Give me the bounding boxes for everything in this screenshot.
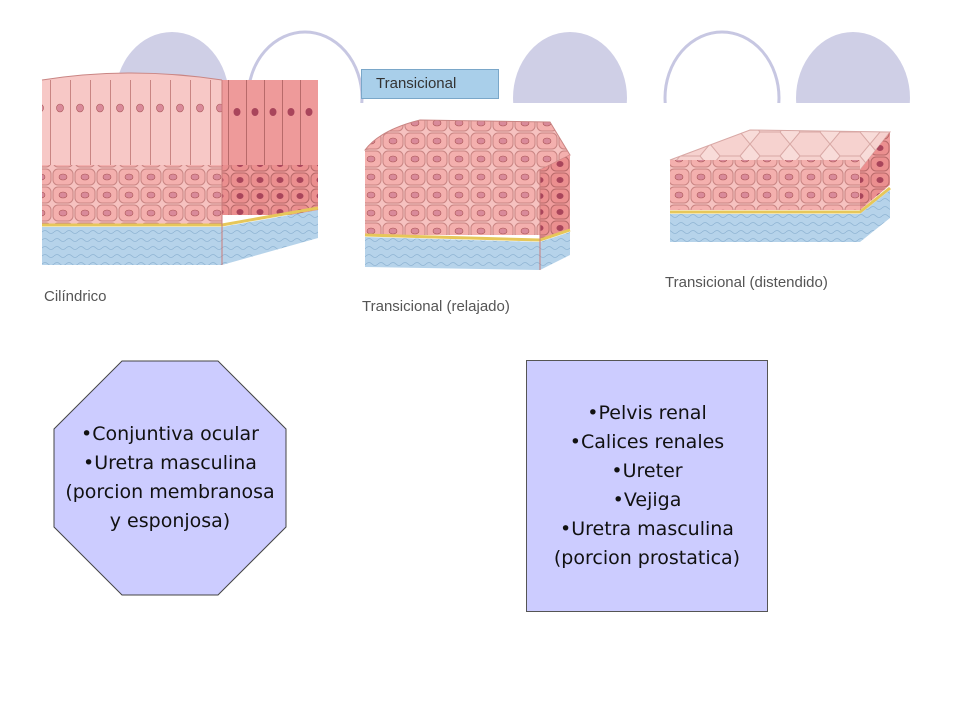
rectangle-line: •Ureter [611, 460, 683, 482]
rectangle-line: •Pelvis renal [587, 402, 707, 424]
label-transitional-distended: Transicional (distendido) [665, 274, 828, 291]
decor-circle-outline [663, 30, 781, 110]
rectangle-line: (porcion prostatica) [553, 547, 741, 569]
decor-circle-filled [513, 32, 627, 110]
octagon-line: •Uretra masculina [83, 452, 257, 474]
block-transitional-distended [669, 129, 892, 242]
octagon-line: •Conjuntiva ocular [80, 423, 259, 445]
octagon-text: •Conjuntiva ocular •Uretra masculina (po… [53, 360, 287, 596]
rectangle-line: •Vejiga [612, 489, 682, 511]
label-cylindrical: Cilíndrico [44, 288, 107, 305]
octagon-box: •Conjuntiva ocular •Uretra masculina (po… [53, 360, 287, 596]
block-cylindrical [41, 72, 319, 265]
octagon-shape [53, 360, 287, 596]
rectangle-line: •Calices renales [569, 431, 725, 453]
label-transitional-relaxed: Transicional (relajado) [362, 298, 510, 315]
rectangle-line: •Uretra masculina [560, 518, 734, 540]
octagon-line: y esponjosa) [109, 510, 231, 532]
octagon-line: (porcion membranosa [65, 481, 275, 503]
block-transitional-relaxed [364, 119, 571, 270]
decor-circle-filled [796, 32, 910, 110]
rectangle-box: •Pelvis renal •Calices renales •Ureter •… [526, 360, 768, 612]
figure-header-label: Transicional [361, 69, 499, 99]
